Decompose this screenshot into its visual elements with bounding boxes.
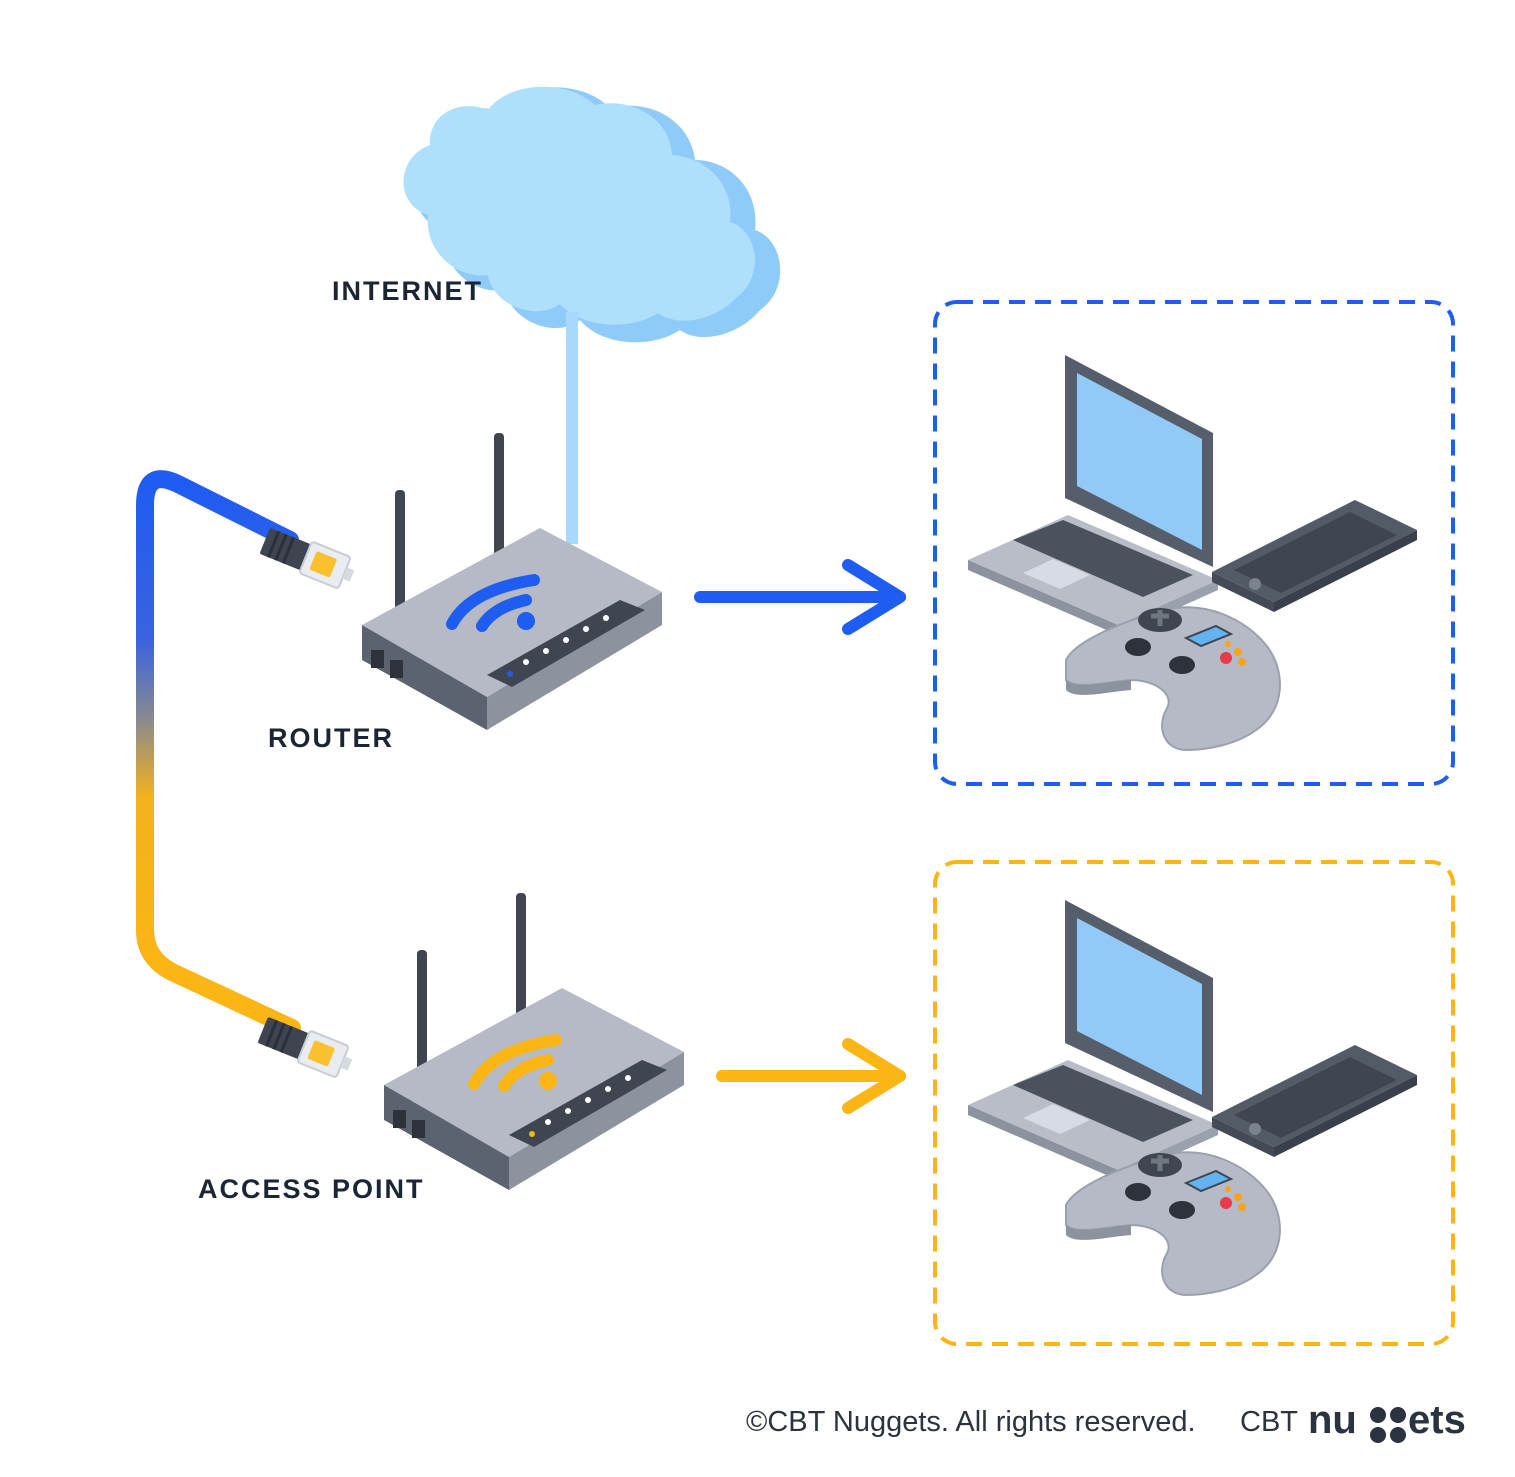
access-point-gamepad-icon bbox=[1066, 1152, 1280, 1295]
access-point-phone-icon bbox=[1212, 1045, 1417, 1157]
router-laptop-icon bbox=[968, 355, 1218, 635]
internet-uplink-line bbox=[566, 312, 578, 544]
brand-logo-dots-icon bbox=[1370, 1407, 1406, 1443]
router-rj45-connector-icon bbox=[257, 524, 360, 593]
ethernet-cable bbox=[136, 470, 301, 1037]
router-clients-box bbox=[933, 300, 1455, 786]
access-point-arrow-icon bbox=[716, 1038, 906, 1114]
access-point-rj45-connector-icon bbox=[255, 1013, 358, 1082]
access-point-icon bbox=[384, 893, 684, 1190]
router-wifi-icon bbox=[446, 574, 540, 632]
internet-label: INTERNET bbox=[332, 276, 483, 306]
access-point-laptop-icon bbox=[968, 900, 1218, 1180]
copyright-notice: ©CBT Nuggets. All rights reserved. bbox=[746, 1406, 1196, 1438]
access-point-label: ACCESS POINT bbox=[198, 1174, 425, 1204]
footer: ©CBT Nuggets. All rights reserved. CBT n… bbox=[746, 1398, 1486, 1446]
access-point-wifi-icon bbox=[468, 1034, 562, 1092]
router-phone-icon bbox=[1212, 500, 1417, 612]
router-arrow-icon bbox=[694, 559, 906, 635]
router-icon bbox=[362, 433, 662, 730]
access-point-clients-box bbox=[933, 860, 1455, 1346]
internet-cloud-icon bbox=[403, 86, 781, 343]
brand-logo-part1: nu bbox=[1308, 1398, 1357, 1442]
brand-logo-prefix: CBT bbox=[1240, 1406, 1298, 1438]
router-gamepad-icon bbox=[1066, 607, 1280, 750]
router-label: ROUTER bbox=[268, 723, 394, 753]
brand-logo-part2: ets bbox=[1408, 1398, 1466, 1442]
